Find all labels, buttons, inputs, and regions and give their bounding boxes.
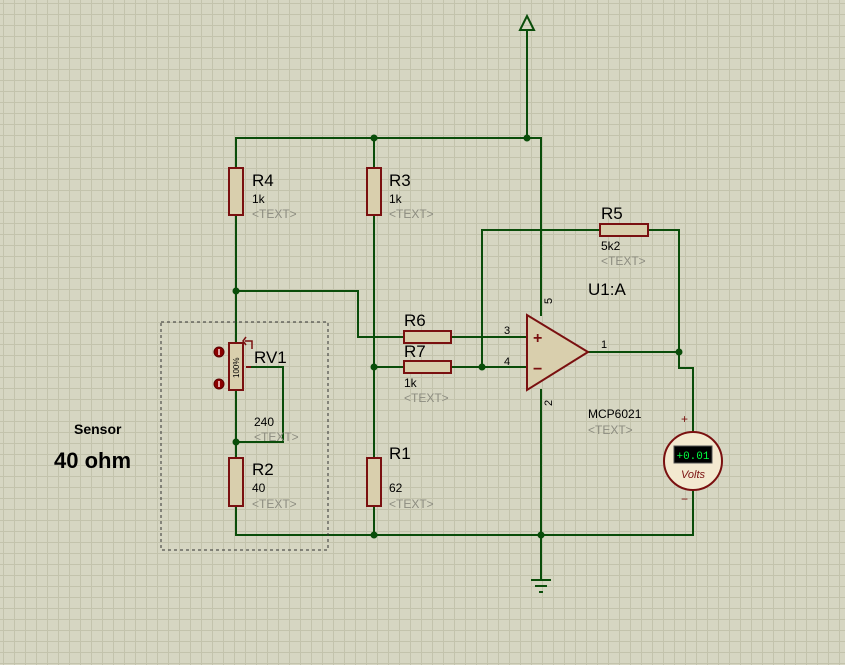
pin-number: 5	[543, 298, 555, 304]
resistor-value: 1k	[404, 376, 418, 390]
resistor-value: 62	[389, 481, 403, 495]
resistor-body	[403, 330, 452, 344]
power-arrow-icon	[518, 13, 536, 31]
text-placeholder: <TEXT>	[254, 430, 299, 444]
resistor-body	[228, 167, 244, 216]
text-placeholder: <TEXT>	[588, 423, 633, 437]
text-placeholder: <TEXT>	[389, 497, 434, 511]
text-placeholder: <TEXT>	[252, 497, 297, 511]
power-terminal[interactable]	[518, 13, 536, 31]
wire-wiper	[235, 366, 284, 443]
voltmeter-display	[673, 445, 713, 464]
resistor-label: R5	[601, 204, 623, 223]
opamp-minus-sign: −	[533, 361, 542, 378]
junction-dot	[370, 531, 378, 539]
resistor-label: R1	[389, 444, 411, 463]
opamp-plus-sign: +	[533, 330, 542, 347]
potentiometer-body	[228, 342, 244, 391]
pin-number: 3	[504, 325, 510, 337]
resistor-r1[interactable]: R1 62 <TEXT>	[366, 444, 434, 511]
voltmeter[interactable]: +0.01 Volts + −	[663, 412, 723, 506]
voltmeter-plus-terminal: +	[681, 412, 688, 426]
voltmeter-minus-terminal: −	[681, 492, 688, 506]
text-placeholder: <TEXT>	[252, 207, 297, 221]
resistor-label: R3	[389, 171, 411, 190]
pot-decrement-button[interactable]	[213, 378, 225, 390]
pin-number: 2	[543, 400, 555, 406]
resistor-r5[interactable]: R5 5k2 <TEXT>	[599, 204, 649, 268]
junction-dot	[370, 363, 378, 371]
junctions	[232, 134, 683, 539]
sensor-title: Sensor	[74, 421, 122, 437]
resistor-body	[228, 457, 244, 507]
wire-output	[587, 351, 694, 439]
resistor-label: R6	[404, 311, 426, 330]
pin-number: 4	[504, 356, 510, 368]
opamp-u1a[interactable]: + − 3 4 5 2 1 U1:A MCP6021 <TEXT>	[504, 280, 642, 437]
junction-dot	[370, 134, 378, 142]
resistor-r7[interactable]: R7 1k <TEXT>	[403, 342, 452, 405]
junction-dot	[523, 134, 531, 142]
junction-dot	[478, 363, 486, 371]
resistor-r6[interactable]: R6	[403, 311, 452, 344]
text-placeholder: <TEXT>	[601, 254, 646, 268]
resistor-label: R2	[252, 460, 274, 479]
opamp-label: U1:A	[588, 280, 626, 299]
potentiometer-label: RV1	[254, 348, 287, 367]
pin-number: 1	[601, 339, 607, 351]
potentiometer-value: 240	[254, 415, 274, 429]
resistor-label: R4	[252, 171, 274, 190]
resistor-r4[interactable]: R4 1k <TEXT>	[228, 167, 297, 221]
wires	[235, 29, 694, 581]
potentiometer-percent: 100%	[232, 358, 241, 378]
resistor-body	[366, 167, 382, 216]
resistor-r3[interactable]: R3 1k <TEXT>	[366, 167, 434, 221]
opamp-triangle	[526, 313, 590, 392]
resistor-value: 5k2	[601, 239, 621, 253]
resistor-body	[366, 457, 382, 507]
wire-feedback-left	[481, 229, 601, 368]
junction-dot	[232, 438, 240, 446]
text-placeholder: <TEXT>	[389, 207, 434, 221]
resistor-label: R7	[404, 342, 426, 361]
wire-bottom-rail	[235, 487, 694, 536]
potentiometer-rv1[interactable]: 100% RV1 240 <TEXT>	[228, 336, 299, 444]
resistor-value: 1k	[252, 192, 266, 206]
pot-increment-button[interactable]	[213, 346, 225, 358]
voltmeter-reading: +0.01	[676, 451, 709, 463]
voltmeter-unit: Volts	[681, 469, 706, 481]
junction-dot	[232, 287, 240, 295]
junction-dot	[537, 531, 545, 539]
ground-terminal[interactable]	[531, 579, 551, 593]
resistor-value: 1k	[389, 192, 403, 206]
opamp-part: MCP6021	[588, 407, 642, 421]
resistor-body	[599, 223, 649, 237]
wiper-arrow-icon	[245, 340, 253, 349]
resistor-r2[interactable]: R2 40 <TEXT>	[228, 457, 297, 511]
resistor-body	[403, 360, 452, 374]
sensor-boundary	[160, 321, 329, 551]
text-placeholder: <TEXT>	[404, 391, 449, 405]
wire-r6-input	[235, 290, 405, 338]
wire-feedback-right	[647, 229, 680, 353]
resistor-value: 40	[252, 481, 266, 495]
sensor-value: 40 ohm	[54, 448, 131, 473]
junction-dot	[675, 348, 683, 356]
